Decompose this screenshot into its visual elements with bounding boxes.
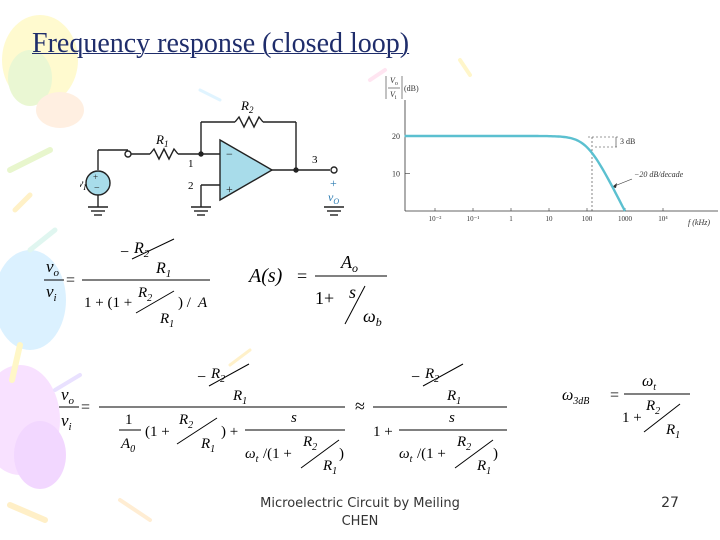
svg-text:1: 1 [125,412,133,428]
equation-closed-loop-frequency-response: vo vi = − R2 R1 1 A0 (1 + R2 R1 ) + s ωt… [59,363,507,475]
eq4-num: ωt [642,373,656,393]
svg-text:−: − [226,147,233,161]
slide-title: Frequency response (closed loop) [32,28,410,59]
bode-y-den: Vi [390,90,397,101]
bode-x-tick-label: 10⁴ [658,215,668,223]
r1-label: R1 [155,132,168,149]
vi-label: vI [80,176,86,192]
bode-x-tick-label: 10⁻² [429,215,442,223]
svg-text:R1: R1 [665,422,680,441]
eq4-lhs: ω3dB [562,387,589,407]
pin3-label: 3 [312,154,318,166]
vo-plus: + [330,176,337,190]
bode-y-tick-label: 20 [392,132,400,141]
bode-x-tick-label: 10 [546,215,554,223]
svg-text:) +: ) + [221,424,238,440]
svg-text:1 + (1 +: 1 + (1 + [84,295,132,311]
eq3-approx: ≈ [355,396,365,416]
svg-text:=: = [610,387,619,404]
r2-label: R2 [240,98,254,115]
svg-text:): ) [339,446,344,462]
svg-text:R2: R2 [645,398,660,417]
svg-text:−: − [411,369,420,386]
svg-text:R2: R2 [210,366,225,385]
svg-text:): ) [493,446,498,462]
bode-x-unit: f (kHz) [688,218,710,227]
svg-text:1 +: 1 + [622,410,642,426]
svg-text:+: + [226,182,233,196]
equation-open-loop-gain: A(s) = Ao 1+ s ωb [247,252,387,328]
pin1-label: 1 [188,158,194,170]
eq2-num: Ao [340,252,358,275]
bode-y-unit: (dB) [404,84,419,93]
svg-text:R1: R1 [476,458,491,475]
svg-text:R1: R1 [232,388,247,407]
bode-response-curve [404,134,627,212]
svg-text:R2: R2 [424,366,439,385]
eq1-lhs-num: vo [46,257,60,279]
bode-x-tick-label: 1000 [618,215,633,223]
svg-text:/(1 +: /(1 + [263,446,292,462]
svg-text:ωt: ωt [399,446,413,465]
vo-label: vO [328,190,339,206]
svg-text:=: = [66,272,75,289]
bode-3db-annotation: 3 dB [620,137,635,146]
svg-text:R1: R1 [200,436,215,455]
bode-y-tick-label: 10 [392,170,400,179]
svg-text:R2: R2 [137,285,152,304]
page-number: 27 [661,495,679,511]
svg-text:R2: R2 [302,434,317,453]
svg-text:R2: R2 [178,412,193,431]
equation-3db-frequency: ω3dB = ωt 1 + R2 R1 [562,373,690,441]
slide-footer: Microelectric Circuit by Meiling CHEN [240,495,480,531]
eq2-lhs: A(s) [247,265,283,287]
eq3-A0: A0 [120,436,135,455]
svg-text:−: − [120,244,129,261]
eq3-lhs-num: vo [61,385,75,407]
svg-text:=: = [297,266,307,286]
eq2-den-one: 1+ [315,288,334,308]
svg-text:R1: R1 [322,458,337,475]
svg-text:1 +: 1 + [373,424,393,440]
svg-text:s: s [291,410,297,426]
svg-text:R1: R1 [446,388,461,407]
svg-text:+: + [93,172,98,182]
svg-text:s: s [449,410,455,426]
eq3-lhs-den: vi [61,411,72,433]
svg-text:=: = [81,399,90,416]
bode-magnitude-plot: Vo Vi (dB) 20 10 10⁻² 10⁻¹ 1 10 100 1000 10⁴ 3 … [385,76,718,227]
svg-text:R2: R2 [456,434,471,453]
bode-x-tick-label: 10⁻¹ [467,215,480,223]
eq3-omega-t: ωt [245,446,259,465]
svg-text:−: − [197,369,206,386]
eq2-s: s [349,282,356,302]
footer-line-2: CHEN [341,514,379,529]
eq2-omega: ωb [363,306,382,328]
footer-line-1: Microelectric Circuit by Meiling [260,496,460,511]
svg-text:R1: R1 [159,311,174,330]
svg-text:/(1 +: /(1 + [417,446,446,462]
pin2-label: 2 [188,180,194,192]
svg-text:−: − [94,183,100,194]
svg-text:(1 +: (1 + [145,424,170,440]
svg-text:A: A [197,295,208,311]
svg-text:) /: ) / [178,295,192,311]
svg-text:R1: R1 [155,260,171,280]
bode-slope-annotation: −20 dB/decade [634,170,684,179]
equation-gain-finite-A: vo vi = − R2 R1 1 + (1 + R2 R1 ) / A [44,238,210,330]
bode-x-tick-label: 100 [582,215,593,223]
eq1-lhs-den: vi [46,282,57,304]
bode-x-tick-label: 1 [509,215,513,223]
bode-y-num: Vo [390,76,398,87]
inverting-amplifier-circuit: − + + − R2 R1 1 2 3 vI + vO [80,98,344,216]
